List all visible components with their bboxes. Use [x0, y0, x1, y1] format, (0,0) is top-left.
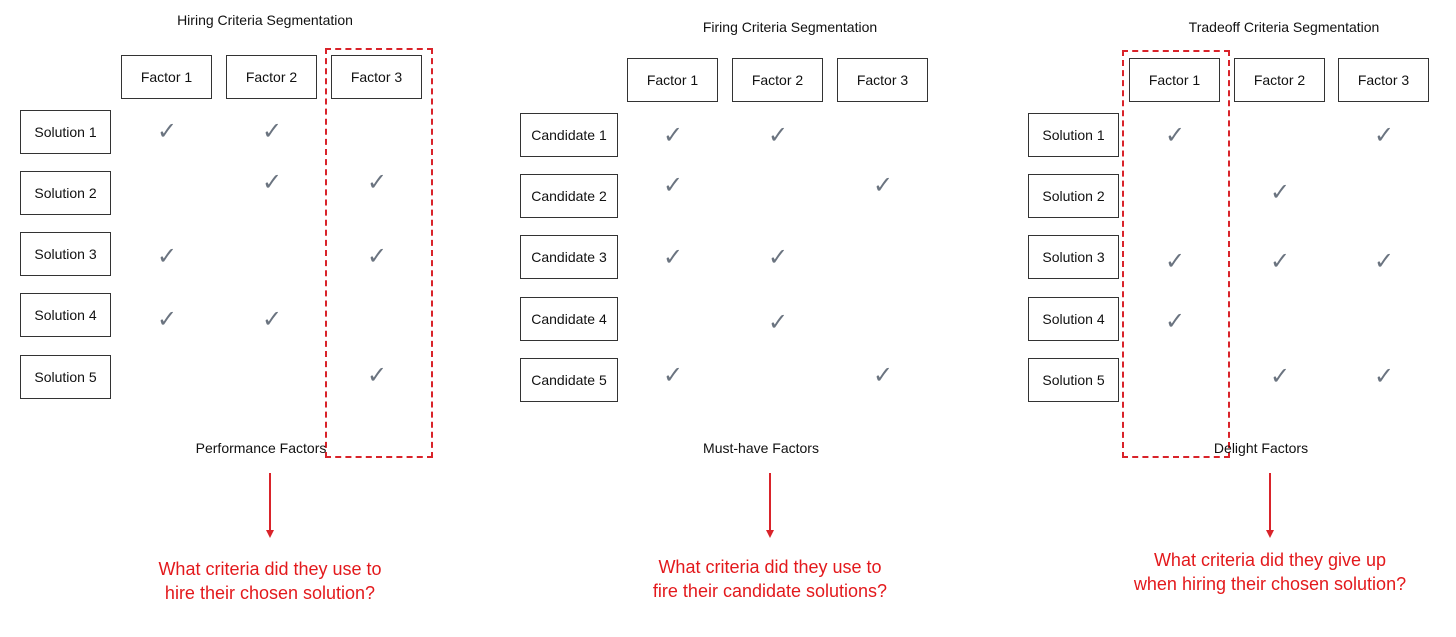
checkmark-icon: ✓	[767, 309, 789, 336]
question-text: What criteria did they use to	[158, 559, 382, 579]
arrowhead-icon	[766, 530, 774, 538]
factor-header: Factor 2	[226, 55, 317, 99]
question-text: when hiring their chosen solution?	[1133, 574, 1407, 594]
factor-header: Factor 2	[732, 58, 823, 102]
checkmark-icon: ✓	[1164, 248, 1186, 275]
row-label: Solution 1	[1028, 113, 1119, 157]
checkmark-icon: ✓	[366, 243, 388, 270]
checkmark-icon: ✓	[1269, 248, 1291, 275]
factor-header: Factor 2	[1234, 58, 1325, 102]
arrowhead-icon	[1266, 530, 1274, 538]
checkmark-icon: ✓	[366, 362, 388, 389]
factor-header: Factor 3	[837, 58, 928, 102]
row-label: Candidate 2	[520, 174, 618, 218]
checkmark-icon: ✓	[261, 118, 283, 145]
checkmark-icon: ✓	[872, 172, 894, 199]
question-text: What criteria did they give up	[1153, 550, 1387, 570]
down-arrow-icon	[1269, 473, 1271, 531]
panel-title: Firing Criteria Segmentation	[702, 19, 878, 35]
down-arrow-icon	[269, 473, 271, 531]
factor-category-label: Performance Factors	[195, 440, 327, 456]
panel-title: Tradeoff Criteria Segmentation	[1188, 19, 1380, 35]
checkmark-icon: ✓	[767, 244, 789, 271]
row-label: Solution 3	[20, 232, 111, 276]
checkmark-icon: ✓	[1164, 308, 1186, 335]
checkmark-icon: ✓	[1373, 363, 1395, 390]
factor-header: Factor 3	[1338, 58, 1429, 102]
checkmark-icon: ✓	[662, 362, 684, 389]
checkmark-icon: ✓	[156, 118, 178, 145]
checkmark-icon: ✓	[1373, 248, 1395, 275]
panel-title: Hiring Criteria Segmentation	[177, 12, 353, 28]
down-arrow-icon	[769, 473, 771, 531]
factor-header: Factor 1	[627, 58, 718, 102]
checkmark-icon: ✓	[767, 122, 789, 149]
row-label: Candidate 5	[520, 358, 618, 402]
factor-header: Factor 1	[1129, 58, 1220, 102]
checkmark-icon: ✓	[872, 362, 894, 389]
question-text: fire their candidate solutions?	[652, 581, 888, 601]
checkmark-icon: ✓	[261, 169, 283, 196]
highlight-dashed-box	[1122, 50, 1230, 458]
row-label: Solution 4	[20, 293, 111, 337]
row-label: Solution 2	[1028, 174, 1119, 218]
row-label: Solution 3	[1028, 235, 1119, 279]
arrowhead-icon	[266, 530, 274, 538]
checkmark-icon: ✓	[261, 306, 283, 333]
row-label: Solution 2	[20, 171, 111, 215]
checkmark-icon: ✓	[662, 244, 684, 271]
highlight-dashed-box	[325, 48, 433, 458]
checkmark-icon: ✓	[662, 172, 684, 199]
checkmark-icon: ✓	[1269, 179, 1291, 206]
row-label: Solution 4	[1028, 297, 1119, 341]
row-label: Solution 5	[1028, 358, 1119, 402]
row-label: Candidate 4	[520, 297, 618, 341]
row-label: Candidate 3	[520, 235, 618, 279]
factor-header: Factor 1	[121, 55, 212, 99]
question-text: What criteria did they use to	[658, 557, 882, 577]
checkmark-icon: ✓	[1164, 122, 1186, 149]
row-label: Solution 1	[20, 110, 111, 154]
checkmark-icon: ✓	[1373, 122, 1395, 149]
row-label: Candidate 1	[520, 113, 618, 157]
checkmark-icon: ✓	[662, 122, 684, 149]
factor-category-label: Delight Factors	[1213, 440, 1309, 456]
factor-header: Factor 3	[331, 55, 422, 99]
checkmark-icon: ✓	[156, 243, 178, 270]
checkmark-icon: ✓	[366, 169, 388, 196]
checkmark-icon: ✓	[156, 306, 178, 333]
factor-category-label: Must-have Factors	[703, 440, 819, 456]
question-text: hire their chosen solution?	[164, 583, 376, 603]
row-label: Solution 5	[20, 355, 111, 399]
checkmark-icon: ✓	[1269, 363, 1291, 390]
